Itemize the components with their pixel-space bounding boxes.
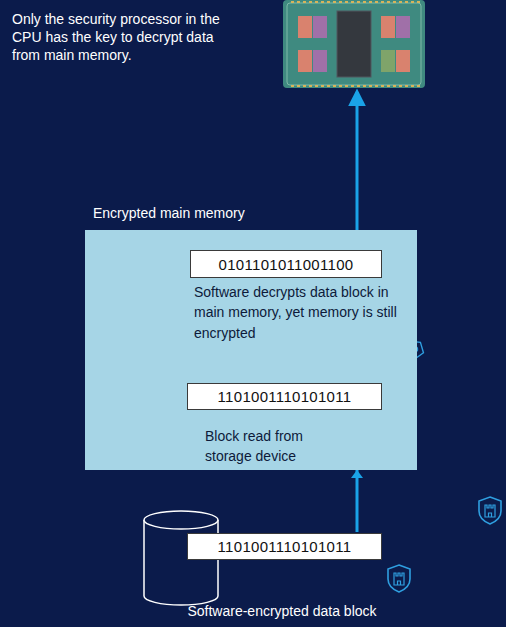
shield-icon [479, 497, 501, 524]
block-bits: 1101001110101011 [218, 538, 352, 555]
data-block: 1101001110101011 [187, 383, 382, 410]
arrow-to-cpu [356, 92, 359, 248]
block-bits: 0101101011001100 [219, 256, 354, 273]
edge-label: Software decrypts data block in main mem… [194, 282, 414, 343]
data-block: 1101001110101011 [187, 533, 382, 560]
data-block: 0101101011001100 [190, 250, 382, 278]
cpu-chip [283, 0, 425, 88]
shield-icon [388, 565, 410, 592]
block-bits: 1101001110101011 [218, 388, 352, 405]
note: Only the security processor in the CPU h… [12, 10, 227, 65]
edge-label: Block read from storage device [205, 426, 345, 467]
region-heading: Encrypted main memory [93, 205, 245, 221]
caption: Software-encrypted data block [132, 602, 432, 620]
